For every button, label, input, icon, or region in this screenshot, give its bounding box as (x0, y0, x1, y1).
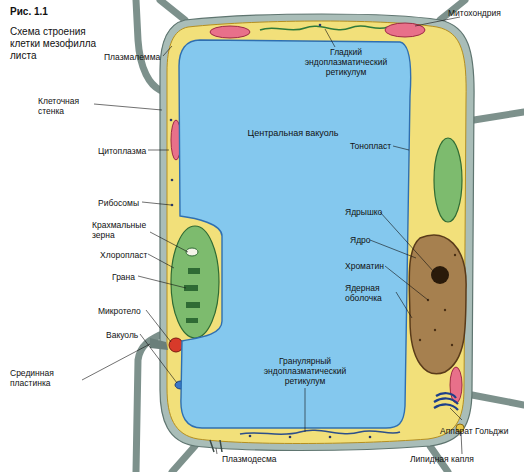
ribosome (170, 119, 173, 122)
plasmodesma (210, 440, 222, 452)
mitochondrion (210, 26, 250, 38)
leader-line (146, 310, 171, 342)
neighbor-wall (474, 112, 524, 120)
granum (186, 318, 198, 323)
leader-line (148, 150, 169, 151)
neighbor-wall (472, 395, 524, 405)
nucleus (409, 235, 466, 374)
granum (186, 302, 200, 308)
part-label: Гранулярный эндоплазматический ретикулум (250, 356, 360, 386)
part-label: Клеточная стенка (38, 96, 94, 116)
neighbor-wall (172, 446, 195, 472)
ribosome (319, 24, 322, 27)
part-label: Крахмальные зерна (92, 220, 152, 240)
ribosome (329, 436, 332, 439)
part-label: Плазмалемма (104, 52, 160, 62)
cytoplasm (167, 21, 466, 444)
middle-lamella (150, 338, 168, 350)
golgi-cisterna (434, 404, 458, 410)
golgi-cisterna (434, 398, 458, 404)
ribosome (289, 436, 292, 439)
granum (188, 268, 200, 274)
leader-line (148, 254, 174, 268)
chloroplast (434, 138, 462, 222)
part-label: Грана (112, 272, 135, 282)
golgi-cisterna (436, 393, 456, 398)
microbody (169, 338, 183, 352)
figure-title: Рис. 1.1 (10, 6, 48, 18)
vacuole-label: Центральная вакуоль (238, 128, 348, 139)
part-label: Липидная капля (410, 454, 474, 464)
chromatin-dot (434, 329, 436, 331)
nucleolus (431, 266, 449, 284)
part-label: Рибосомы (98, 198, 139, 208)
part-label: Хроматин (345, 261, 384, 271)
part-label: Ядрышко (345, 207, 382, 217)
tonoplast (179, 40, 411, 428)
part-label: Гладкий эндоплазматический ретикулум (298, 47, 394, 77)
leader-line (82, 344, 150, 380)
ribosome (369, 436, 372, 439)
neighbor-wall (160, 0, 185, 20)
part-label: Хлоропласт (100, 250, 147, 260)
chromatin-dot (451, 344, 453, 346)
ribosome (171, 204, 174, 207)
part-label: Аппарат Гольджи (440, 426, 510, 436)
golgi (434, 393, 458, 410)
leader-line (163, 46, 172, 56)
chromatin-dot (454, 254, 456, 256)
part-label: Микротело (98, 306, 141, 316)
chromatin-dot (419, 339, 421, 341)
leader-line (140, 334, 177, 383)
leader-line (415, 17, 460, 26)
neighbor-walls (136, 0, 524, 472)
part-label: Срединная пластинка (10, 368, 80, 388)
cell-wall (160, 14, 474, 451)
chromatin-dot (444, 309, 446, 311)
leader-line (142, 202, 171, 205)
part-label: Цитоплазма (98, 146, 146, 156)
part-label: Ядерная оболочка (345, 283, 401, 303)
granum (184, 285, 198, 291)
leader-line (450, 408, 462, 420)
part-label: Плазмодесма (222, 454, 277, 464)
part-label: Ядро (350, 235, 371, 245)
leader-line (150, 232, 188, 252)
chloroplast (171, 226, 219, 338)
granular-er (240, 430, 400, 434)
chromatin (419, 254, 456, 346)
figure-caption: Схема строения клетки мезофилла листа (10, 26, 102, 62)
ribosome (249, 435, 252, 438)
neighbor-wall (136, 0, 160, 90)
part-label: Вакуоль (106, 330, 138, 340)
leader-line (138, 276, 186, 288)
ribosome (171, 179, 174, 182)
part-label: Тонопласт (350, 141, 391, 151)
grana (184, 268, 200, 323)
leader-line (94, 104, 162, 110)
part-label: Митохондрия (448, 8, 501, 18)
leader-line (216, 448, 217, 454)
smooth-er (260, 26, 388, 30)
